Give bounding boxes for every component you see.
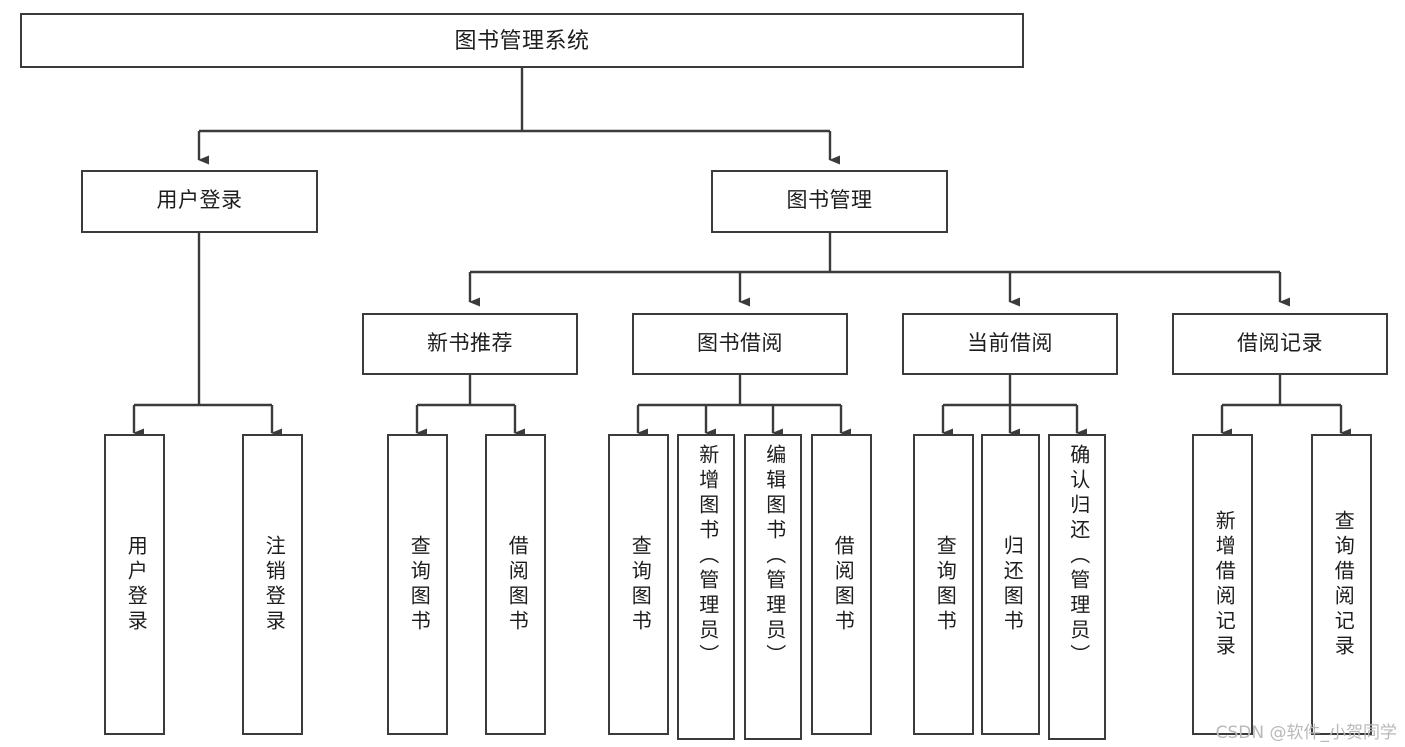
leaf-add-record-label: 新增借阅记录 xyxy=(1212,509,1235,660)
leaf-query-record-label: 查询借阅记录 xyxy=(1331,509,1354,660)
leaf-query-book-2[interactable]: 查询图书 xyxy=(608,434,669,735)
leaf-borrow-book-1[interactable]: 借阅图书 xyxy=(485,434,546,735)
leaf-query-book-3-label: 查询图书 xyxy=(933,534,956,635)
node-borrow-record-label: 借阅记录 xyxy=(1237,331,1323,355)
leaf-logout-login[interactable]: 注销登录 xyxy=(242,434,303,735)
leaf-query-book-1[interactable]: 查询图书 xyxy=(387,434,448,735)
node-current-borrow-label: 当前借阅 xyxy=(967,331,1053,355)
leaf-borrow-book-2[interactable]: 借阅图书 xyxy=(811,434,872,735)
leaf-borrow-book-1-label: 借阅图书 xyxy=(505,534,528,635)
leaf-query-book-1-label: 查询图书 xyxy=(407,534,430,635)
leaf-return-book[interactable]: 归还图书 xyxy=(981,434,1040,735)
leaf-borrow-book-2-label: 借阅图书 xyxy=(831,534,854,635)
leaf-add-book-label: 新增图书（管理员） xyxy=(695,444,718,669)
node-book-borrow[interactable]: 图书借阅 xyxy=(632,313,848,375)
node-user-login-label: 用户登录 xyxy=(156,189,243,213)
leaf-add-record[interactable]: 新增借阅记录 xyxy=(1192,434,1253,735)
node-root[interactable]: 图书管理系统 xyxy=(20,13,1024,68)
leaf-query-record[interactable]: 查询借阅记录 xyxy=(1311,434,1372,735)
leaf-query-book-2-label: 查询图书 xyxy=(628,534,651,635)
node-new-book-recommend[interactable]: 新书推荐 xyxy=(362,313,578,375)
node-book-manage[interactable]: 图书管理 xyxy=(711,170,948,233)
leaf-user-login[interactable]: 用户登录 xyxy=(104,434,165,735)
leaf-logout-login-label: 注销登录 xyxy=(262,534,285,635)
node-current-borrow[interactable]: 当前借阅 xyxy=(902,313,1118,375)
leaf-confirm-return[interactable]: 确认归还（管理员） xyxy=(1048,434,1106,740)
node-new-book-recommend-label: 新书推荐 xyxy=(427,331,513,355)
leaf-return-book-label: 归还图书 xyxy=(1000,534,1023,635)
node-book-manage-label: 图书管理 xyxy=(786,189,873,213)
node-borrow-record[interactable]: 借阅记录 xyxy=(1172,313,1388,375)
node-root-label: 图书管理系统 xyxy=(454,27,590,53)
leaf-query-book-3[interactable]: 查询图书 xyxy=(913,434,974,735)
leaf-confirm-return-label: 确认归还（管理员） xyxy=(1066,444,1089,669)
watermark-text: CSDN @软件_小贺同学 xyxy=(1215,723,1397,743)
leaf-user-login-label: 用户登录 xyxy=(124,534,147,635)
node-user-login[interactable]: 用户登录 xyxy=(81,170,318,233)
leaf-edit-book-label: 编辑图书（管理员） xyxy=(762,444,785,669)
leaf-add-book[interactable]: 新增图书（管理员） xyxy=(677,434,735,740)
node-book-borrow-label: 图书借阅 xyxy=(697,331,783,355)
leaf-edit-book[interactable]: 编辑图书（管理员） xyxy=(744,434,802,740)
